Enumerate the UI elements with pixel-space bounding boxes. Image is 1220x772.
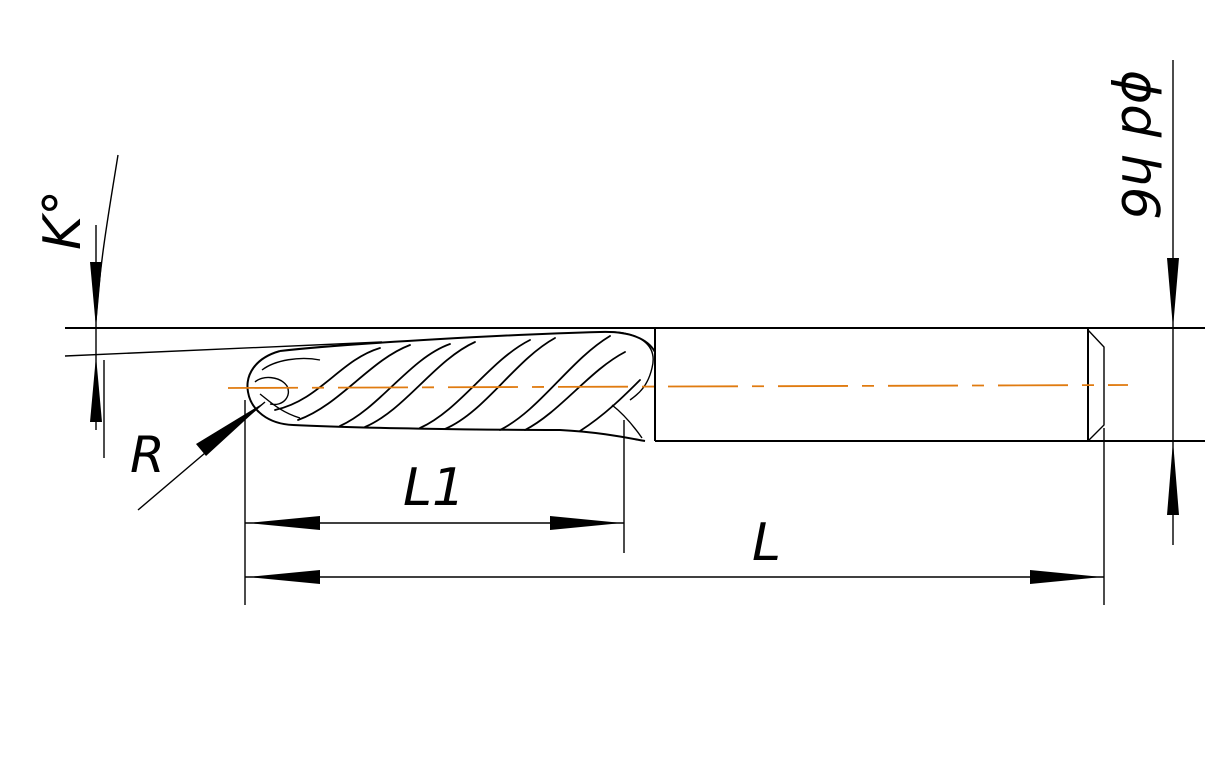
flute-section [246,330,656,442]
diameter-dimension [1167,60,1179,545]
diameter-label: ϕd h6 [1109,70,1169,220]
taper-line [64,341,383,357]
shank [65,327,1205,442]
angle-label: K° [33,190,93,250]
overall-length-dimension [245,428,1105,605]
angle-dimension [90,154,119,458]
flute-length-label: L1 [403,458,465,518]
overall-length-label: L [752,513,781,573]
center-axis [227,384,1129,389]
radius-dimension [137,401,266,511]
flute-length-dimension [244,400,625,605]
radius-label: R [130,426,165,484]
